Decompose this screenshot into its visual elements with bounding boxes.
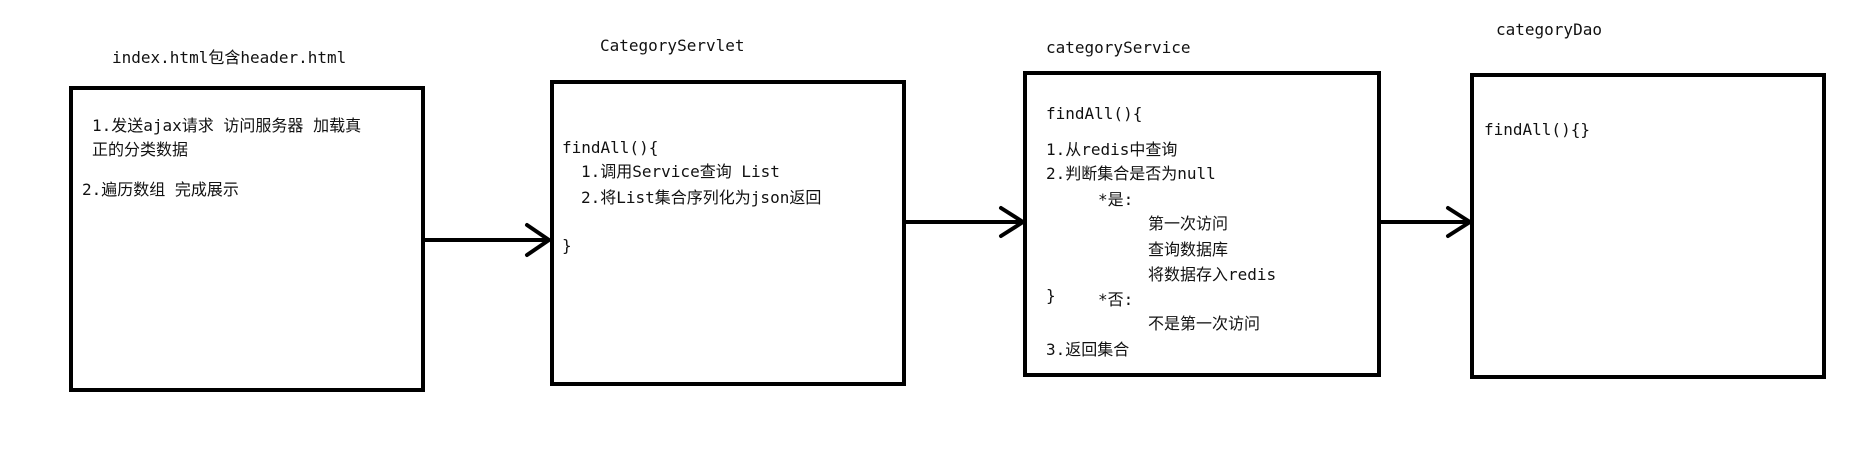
servlet-line-3: 2.将List集合序列化为json返回 — [581, 188, 822, 207]
dao-box — [1470, 73, 1826, 379]
servlet-box — [550, 80, 906, 386]
service-title: categoryService — [1046, 38, 1191, 57]
index-box — [69, 86, 425, 392]
servlet-line-1: findAll(){ — [562, 138, 659, 157]
dao-title: categoryDao — [1496, 20, 1602, 39]
service-line-2: 1.从redis中查询 — [1046, 140, 1178, 159]
arrow-index-to-servlet — [423, 223, 551, 257]
index-title: index.html包含header.html — [112, 48, 347, 67]
servlet-title: CategoryServlet — [600, 36, 745, 55]
service-line-4: *是: — [1098, 190, 1134, 209]
index-line-1: 1.发送ajax请求 访问服务器 加载真 — [92, 116, 362, 135]
service-line-1: findAll(){ — [1046, 104, 1143, 123]
arrow-service-to-dao — [1379, 206, 1472, 238]
service-box — [1023, 71, 1381, 377]
service-line-3: 2.判断集合是否为null — [1046, 164, 1216, 183]
arrow-servlet-to-service — [904, 206, 1025, 238]
service-line-6: 查询数据库 — [1148, 240, 1229, 259]
servlet-line-2: 1.调用Service查询 List — [581, 162, 780, 181]
service-line-9: *否: — [1098, 290, 1134, 309]
servlet-line-4: } — [562, 236, 572, 255]
index-line-2: 正的分类数据 — [92, 140, 189, 159]
index-line-3: 2.遍历数组 完成展示 — [82, 180, 239, 199]
service-line-11: 3.返回集合 — [1046, 340, 1130, 359]
service-line-10: 不是第一次访问 — [1148, 314, 1261, 333]
service-line-8: } — [1046, 286, 1056, 305]
dao-line-1: findAll(){} — [1484, 120, 1590, 139]
service-line-7: 将数据存入redis — [1148, 265, 1277, 284]
service-line-5: 第一次访问 — [1148, 214, 1229, 233]
